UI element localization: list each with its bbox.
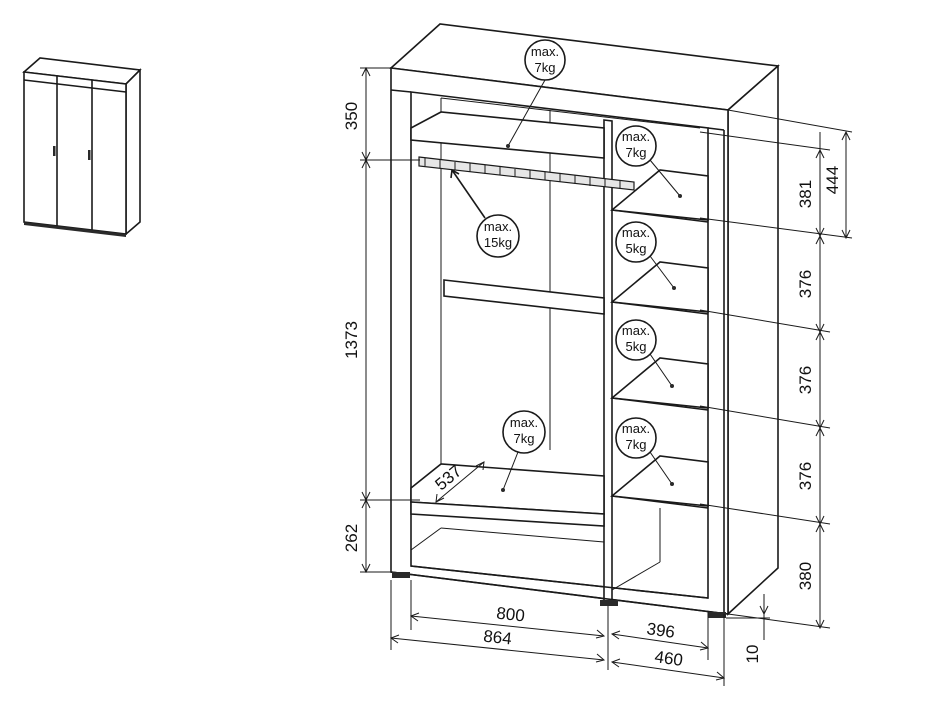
dim-shelf-3: 376 — [796, 366, 815, 394]
dim-top-section: 350 — [342, 102, 361, 130]
dim-outer-width-right: 460 — [653, 647, 684, 670]
load-label-right-shelf-2: max. 5kg — [615, 221, 676, 290]
bottom-dimension-lines — [389, 580, 726, 686]
svg-text:max.: max. — [622, 129, 650, 144]
svg-text:max.: max. — [510, 415, 538, 430]
load-label-top-shelf: max. 7kg — [506, 39, 566, 148]
svg-text:max.: max. — [484, 219, 512, 234]
svg-text:7kg: 7kg — [535, 60, 556, 75]
svg-text:7kg: 7kg — [626, 145, 647, 160]
svg-text:max.: max. — [622, 421, 650, 436]
svg-text:max.: max. — [622, 323, 650, 338]
svg-text:15kg: 15kg — [484, 235, 512, 250]
svg-text:5kg: 5kg — [626, 241, 647, 256]
dim-shelf-bottom: 380 — [796, 562, 815, 590]
load-label-right-shelf-1: max. 7kg — [615, 125, 682, 198]
load-label-right-shelf-3: max. 5kg — [615, 319, 674, 388]
wardrobe-thumbnail-icon — [22, 57, 142, 237]
right-dimension-lines — [699, 109, 853, 640]
dim-foot-height: 10 — [743, 645, 762, 664]
dim-middle-section: 1373 — [342, 321, 361, 359]
depth-dimension-line — [435, 461, 485, 503]
svg-text:5kg: 5kg — [626, 339, 647, 354]
dim-top-total: 444 — [823, 166, 842, 194]
svg-text:7kg: 7kg — [514, 431, 535, 446]
svg-text:max.: max. — [622, 225, 650, 240]
load-label-rail: max. 15kg — [450, 168, 520, 258]
dim-bottom-section: 262 — [342, 524, 361, 552]
dim-shelf-2: 376 — [796, 270, 815, 298]
dim-shelf-4: 376 — [796, 462, 815, 490]
dim-shelf-1: 381 — [796, 180, 815, 208]
hanging-rail-icon — [418, 156, 635, 191]
wardrobe-body — [389, 23, 780, 618]
dim-outer-width-left: 864 — [482, 627, 512, 649]
svg-text:7kg: 7kg — [626, 437, 647, 452]
load-label-right-shelf-4: max. 7kg — [615, 417, 674, 486]
dim-inner-width-left: 800 — [495, 604, 525, 626]
dim-inner-width-right: 396 — [645, 619, 676, 642]
left-dimension-lines — [360, 66, 420, 574]
load-label-left-bottom-shelf: max. 7kg — [501, 410, 546, 492]
svg-text:max.: max. — [531, 44, 559, 59]
